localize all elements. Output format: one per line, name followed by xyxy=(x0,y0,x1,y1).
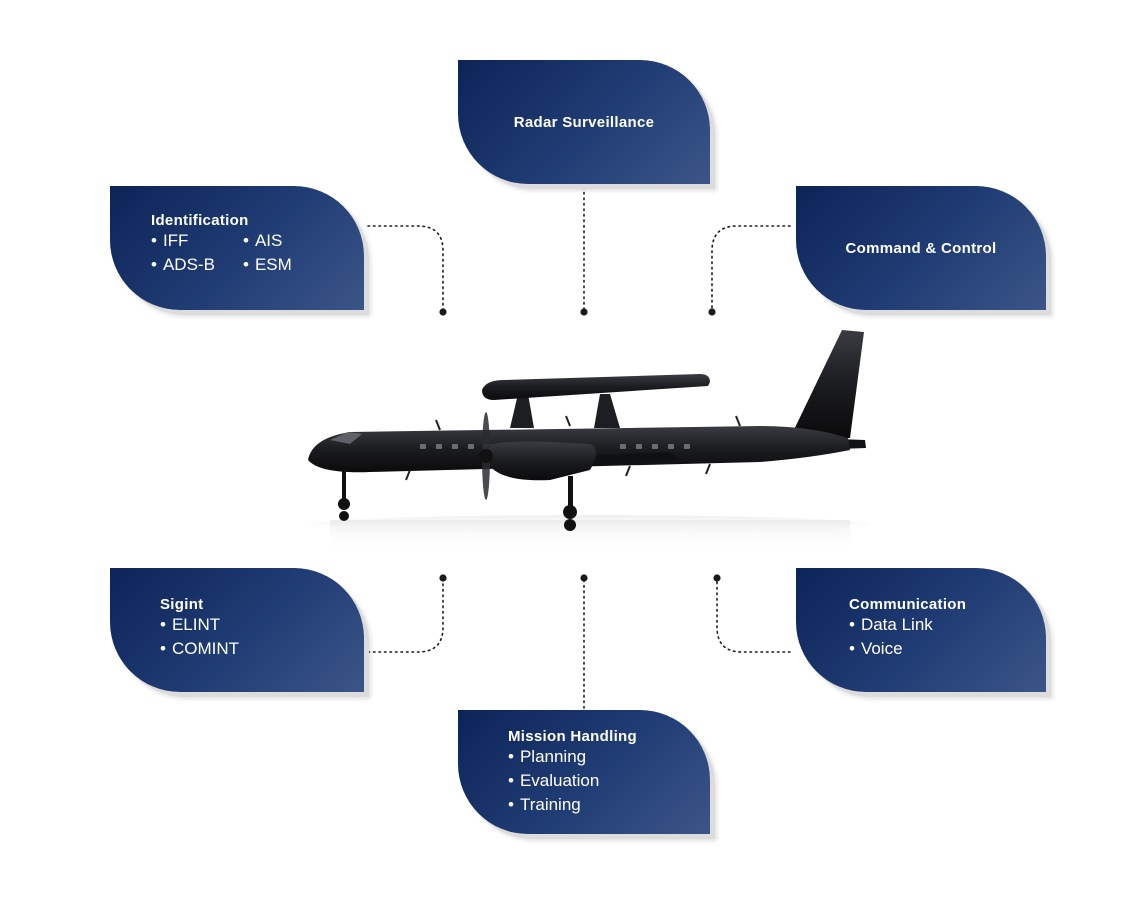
connector-dot-sigint xyxy=(439,574,447,582)
mission-handling-list: Planning Evaluation Training xyxy=(508,745,637,817)
list-item: IFF xyxy=(151,229,243,253)
radar-surveillance-title: Radar Surveillance xyxy=(513,113,655,131)
list-item: Evaluation xyxy=(508,769,637,793)
command-control-box: Command & Control xyxy=(796,186,1046,310)
connector-dot-identification xyxy=(439,308,447,316)
identification-title: Identification xyxy=(151,212,249,229)
connector-communication xyxy=(716,579,791,653)
communication-box: Communication Data Link Voice xyxy=(796,568,1046,692)
list-item: Planning xyxy=(508,745,637,769)
mission-handling-box: Mission Handling Planning Evaluation Tra… xyxy=(458,710,710,834)
connector-sigint xyxy=(367,579,444,653)
list-item: Voice xyxy=(849,637,966,661)
sigint-list: ELINT COMINT xyxy=(160,613,239,661)
mission-handling-title: Mission Handling xyxy=(508,728,637,745)
radar-surveillance-box: Radar Surveillance xyxy=(458,60,710,184)
sigint-box: Sigint ELINT COMINT xyxy=(110,568,364,692)
communication-title: Communication xyxy=(849,596,967,613)
connector-dot-mission xyxy=(580,574,588,582)
connector-command xyxy=(711,225,791,311)
list-item: Training xyxy=(508,793,637,817)
connector-dot-radar xyxy=(580,308,588,316)
list-item: AIS xyxy=(243,229,323,253)
aircraft-image xyxy=(290,320,890,590)
identification-box: Identification IFF AIS ADS-B ESM xyxy=(110,186,364,310)
list-item: ADS-B xyxy=(151,253,243,277)
sigint-title: Sigint xyxy=(160,596,204,613)
connector-identification xyxy=(367,225,444,311)
list-item: Data Link xyxy=(849,613,966,637)
list-item: ESM xyxy=(243,253,323,277)
list-item: COMINT xyxy=(160,637,239,661)
connector-dot-command xyxy=(708,308,716,316)
command-control-title: Command & Control xyxy=(845,239,997,257)
communication-list: Data Link Voice xyxy=(849,613,966,661)
list-item: ELINT xyxy=(160,613,239,637)
identification-list: IFF AIS ADS-B ESM xyxy=(151,229,323,277)
airborne-early-warning-aircraft-icon xyxy=(308,330,870,550)
connector-dot-communication xyxy=(713,574,721,582)
